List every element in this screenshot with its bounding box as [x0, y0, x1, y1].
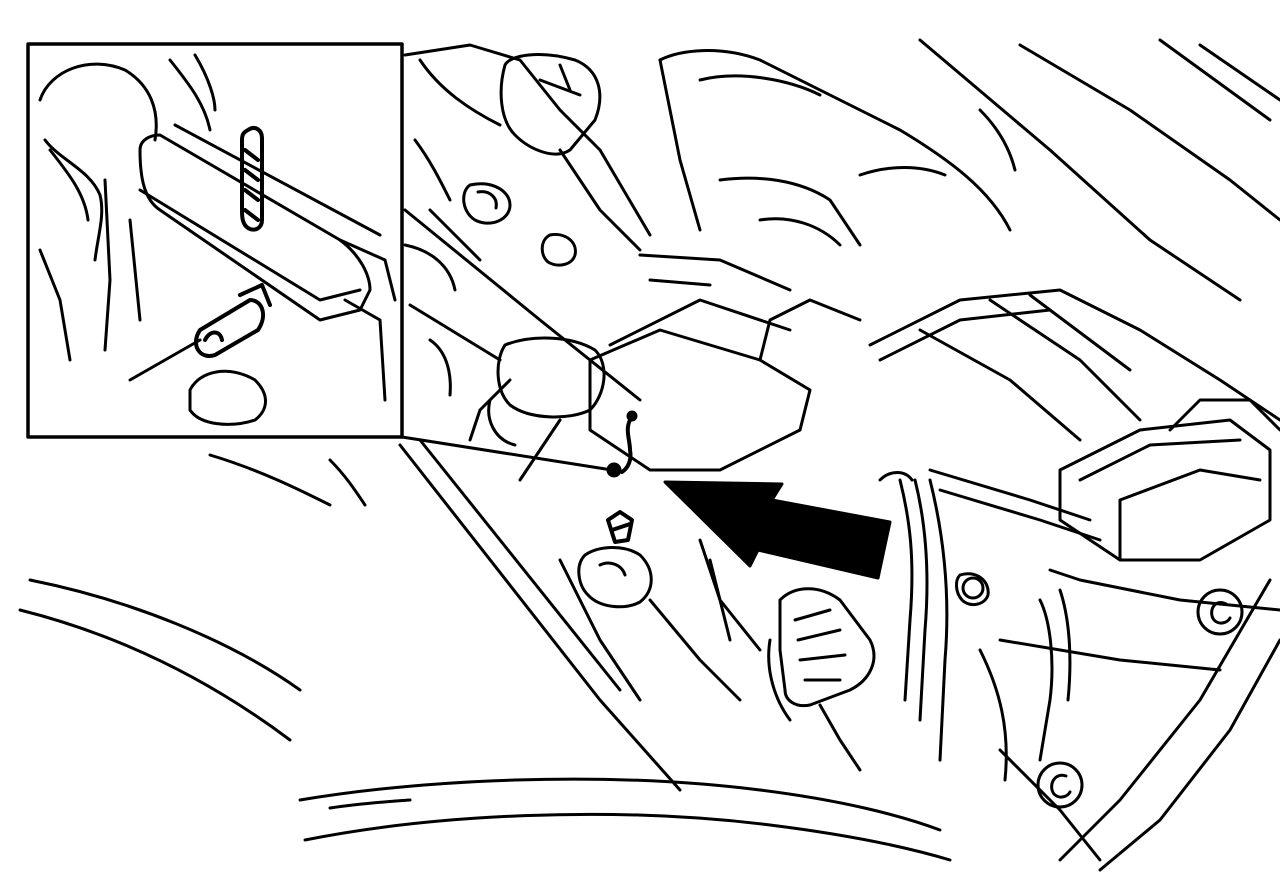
wire-clip — [606, 410, 638, 544]
detail-inset — [26, 42, 404, 439]
direction-arrow — [663, 480, 892, 580]
leader-line — [400, 435, 614, 472]
engine-bay-linework — [18, 38, 1280, 872]
